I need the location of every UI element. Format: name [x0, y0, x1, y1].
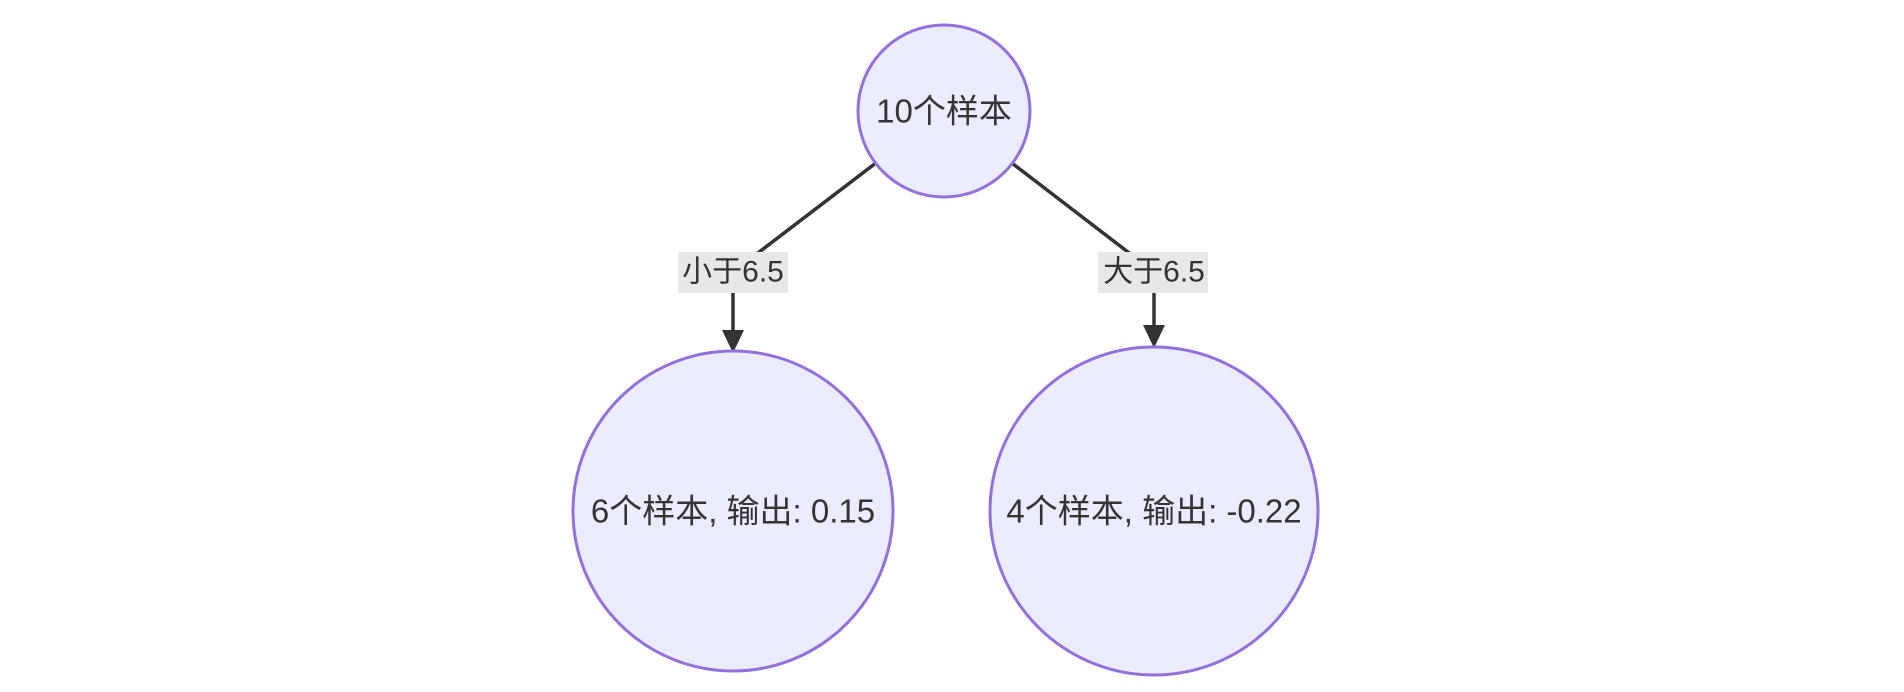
edge-label-right-bg: [1098, 252, 1208, 293]
arrowhead-right-icon: [1143, 325, 1165, 348]
leaf-node-right-label: 4个样本, 输出: -0.22: [1006, 493, 1301, 530]
root-node-circle: [856, 23, 1032, 199]
edge-label-left: 小于6.5: [682, 256, 784, 289]
arrowhead-left-icon: [722, 330, 744, 353]
root-node-label: 10个样本: [876, 93, 1012, 130]
leaf-node-left-label: 6个样本, 输出: 0.15: [591, 493, 875, 530]
leaf-node-right-circle: [988, 345, 1320, 677]
leaf-node-left-circle: [571, 349, 895, 673]
edge-label-right: 大于6.5: [1103, 256, 1205, 289]
edge-label-left-bg: [678, 252, 788, 293]
